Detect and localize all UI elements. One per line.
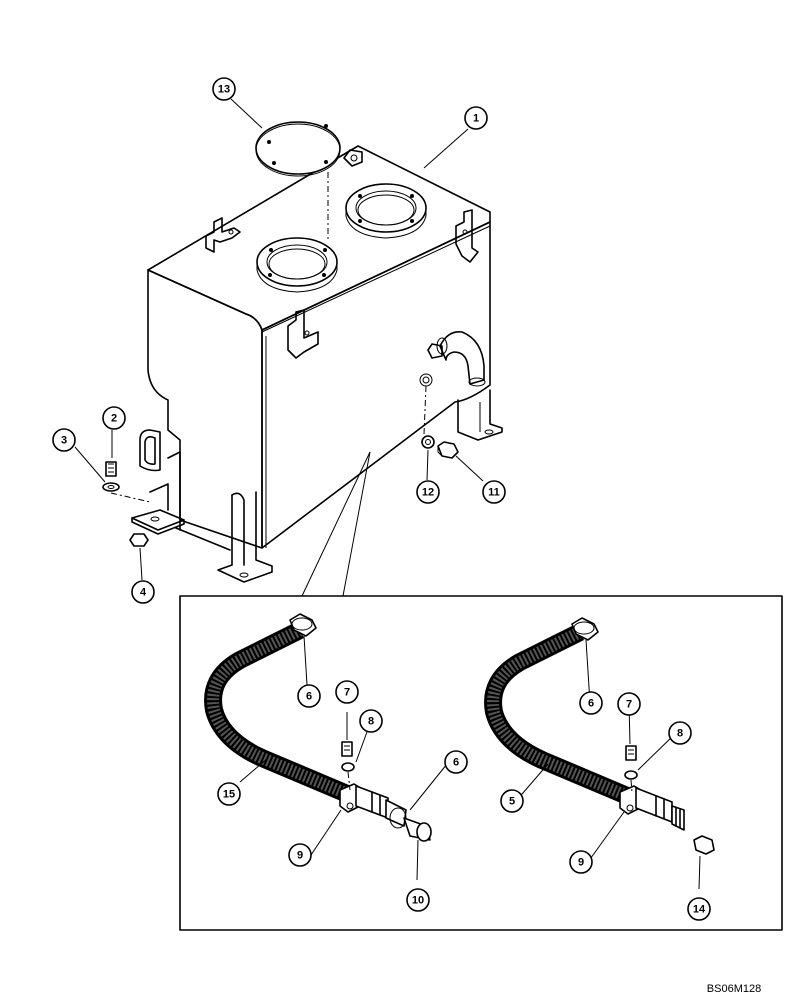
callout-circle xyxy=(131,580,155,604)
callout-2: 2 xyxy=(102,406,126,430)
callout-15: 15 xyxy=(217,782,241,806)
callout-7: 7 xyxy=(335,680,359,704)
callout-number: 5 xyxy=(509,796,515,808)
callout-circle xyxy=(444,750,468,774)
hydraulic-tank xyxy=(102,121,503,583)
callout-circle xyxy=(668,721,692,745)
callout-number: 8 xyxy=(368,716,374,728)
callout-number: 7 xyxy=(344,687,350,699)
leader-lines xyxy=(74,98,484,597)
callout-circle xyxy=(288,843,312,867)
callout-12: 12 xyxy=(416,480,440,504)
callout-6: 6 xyxy=(444,750,468,774)
callout-circle xyxy=(217,782,241,806)
callout-3: 3 xyxy=(52,428,76,452)
callout-4: 4 xyxy=(131,580,155,604)
callout-circle xyxy=(406,888,430,912)
callout-circle xyxy=(687,897,711,921)
callout-10: 10 xyxy=(406,888,430,912)
callout-8: 8 xyxy=(359,709,383,733)
callout-circle xyxy=(500,789,524,813)
callout-14: 14 xyxy=(687,897,711,921)
callout-number: 13 xyxy=(218,84,230,96)
callout-number: 4 xyxy=(140,587,147,599)
callout-number: 1 xyxy=(473,113,479,125)
detail-inset xyxy=(179,595,783,931)
callout-number: 6 xyxy=(588,698,594,710)
callout-number: 6 xyxy=(453,757,459,769)
callout-9: 9 xyxy=(288,843,312,867)
callout-circle xyxy=(52,428,76,452)
callout-9: 9 xyxy=(569,850,593,874)
callout-circle xyxy=(102,406,126,430)
callout-1: 1 xyxy=(464,106,488,130)
callout-number: 9 xyxy=(297,850,303,862)
figure-reference: BS06M128 xyxy=(707,983,761,995)
callout-5: 5 xyxy=(500,789,524,813)
callout-7: 7 xyxy=(617,692,641,716)
callout-circle xyxy=(569,850,593,874)
callout-11: 11 xyxy=(482,480,506,504)
callout-number: 15 xyxy=(223,789,235,801)
hose-assembly-left xyxy=(204,613,432,842)
callout-number: 14 xyxy=(693,904,706,916)
callout-number: 6 xyxy=(306,691,312,703)
callout-number: 9 xyxy=(578,857,584,869)
callout-6: 6 xyxy=(297,684,321,708)
callout-circle xyxy=(335,680,359,704)
callout-8: 8 xyxy=(668,721,692,745)
callout-circle xyxy=(482,480,506,504)
callout-circle xyxy=(212,77,236,101)
callout-circle xyxy=(416,480,440,504)
callout-circle xyxy=(359,709,383,733)
callout-6: 6 xyxy=(579,691,603,715)
hose-assembly-right xyxy=(484,617,715,855)
callout-circle xyxy=(464,106,488,130)
callout-number: 12 xyxy=(422,487,434,499)
callout-circle xyxy=(617,692,641,716)
callout-number: 11 xyxy=(488,487,500,499)
callout-circle xyxy=(297,684,321,708)
callout-number: 10 xyxy=(412,895,424,907)
callout-number: 2 xyxy=(111,413,117,425)
callout-number: 3 xyxy=(61,435,67,447)
callout-13: 13 xyxy=(212,77,236,101)
callout-circle xyxy=(579,691,603,715)
callout-number: 8 xyxy=(677,728,683,740)
callout-number: 7 xyxy=(626,699,632,711)
